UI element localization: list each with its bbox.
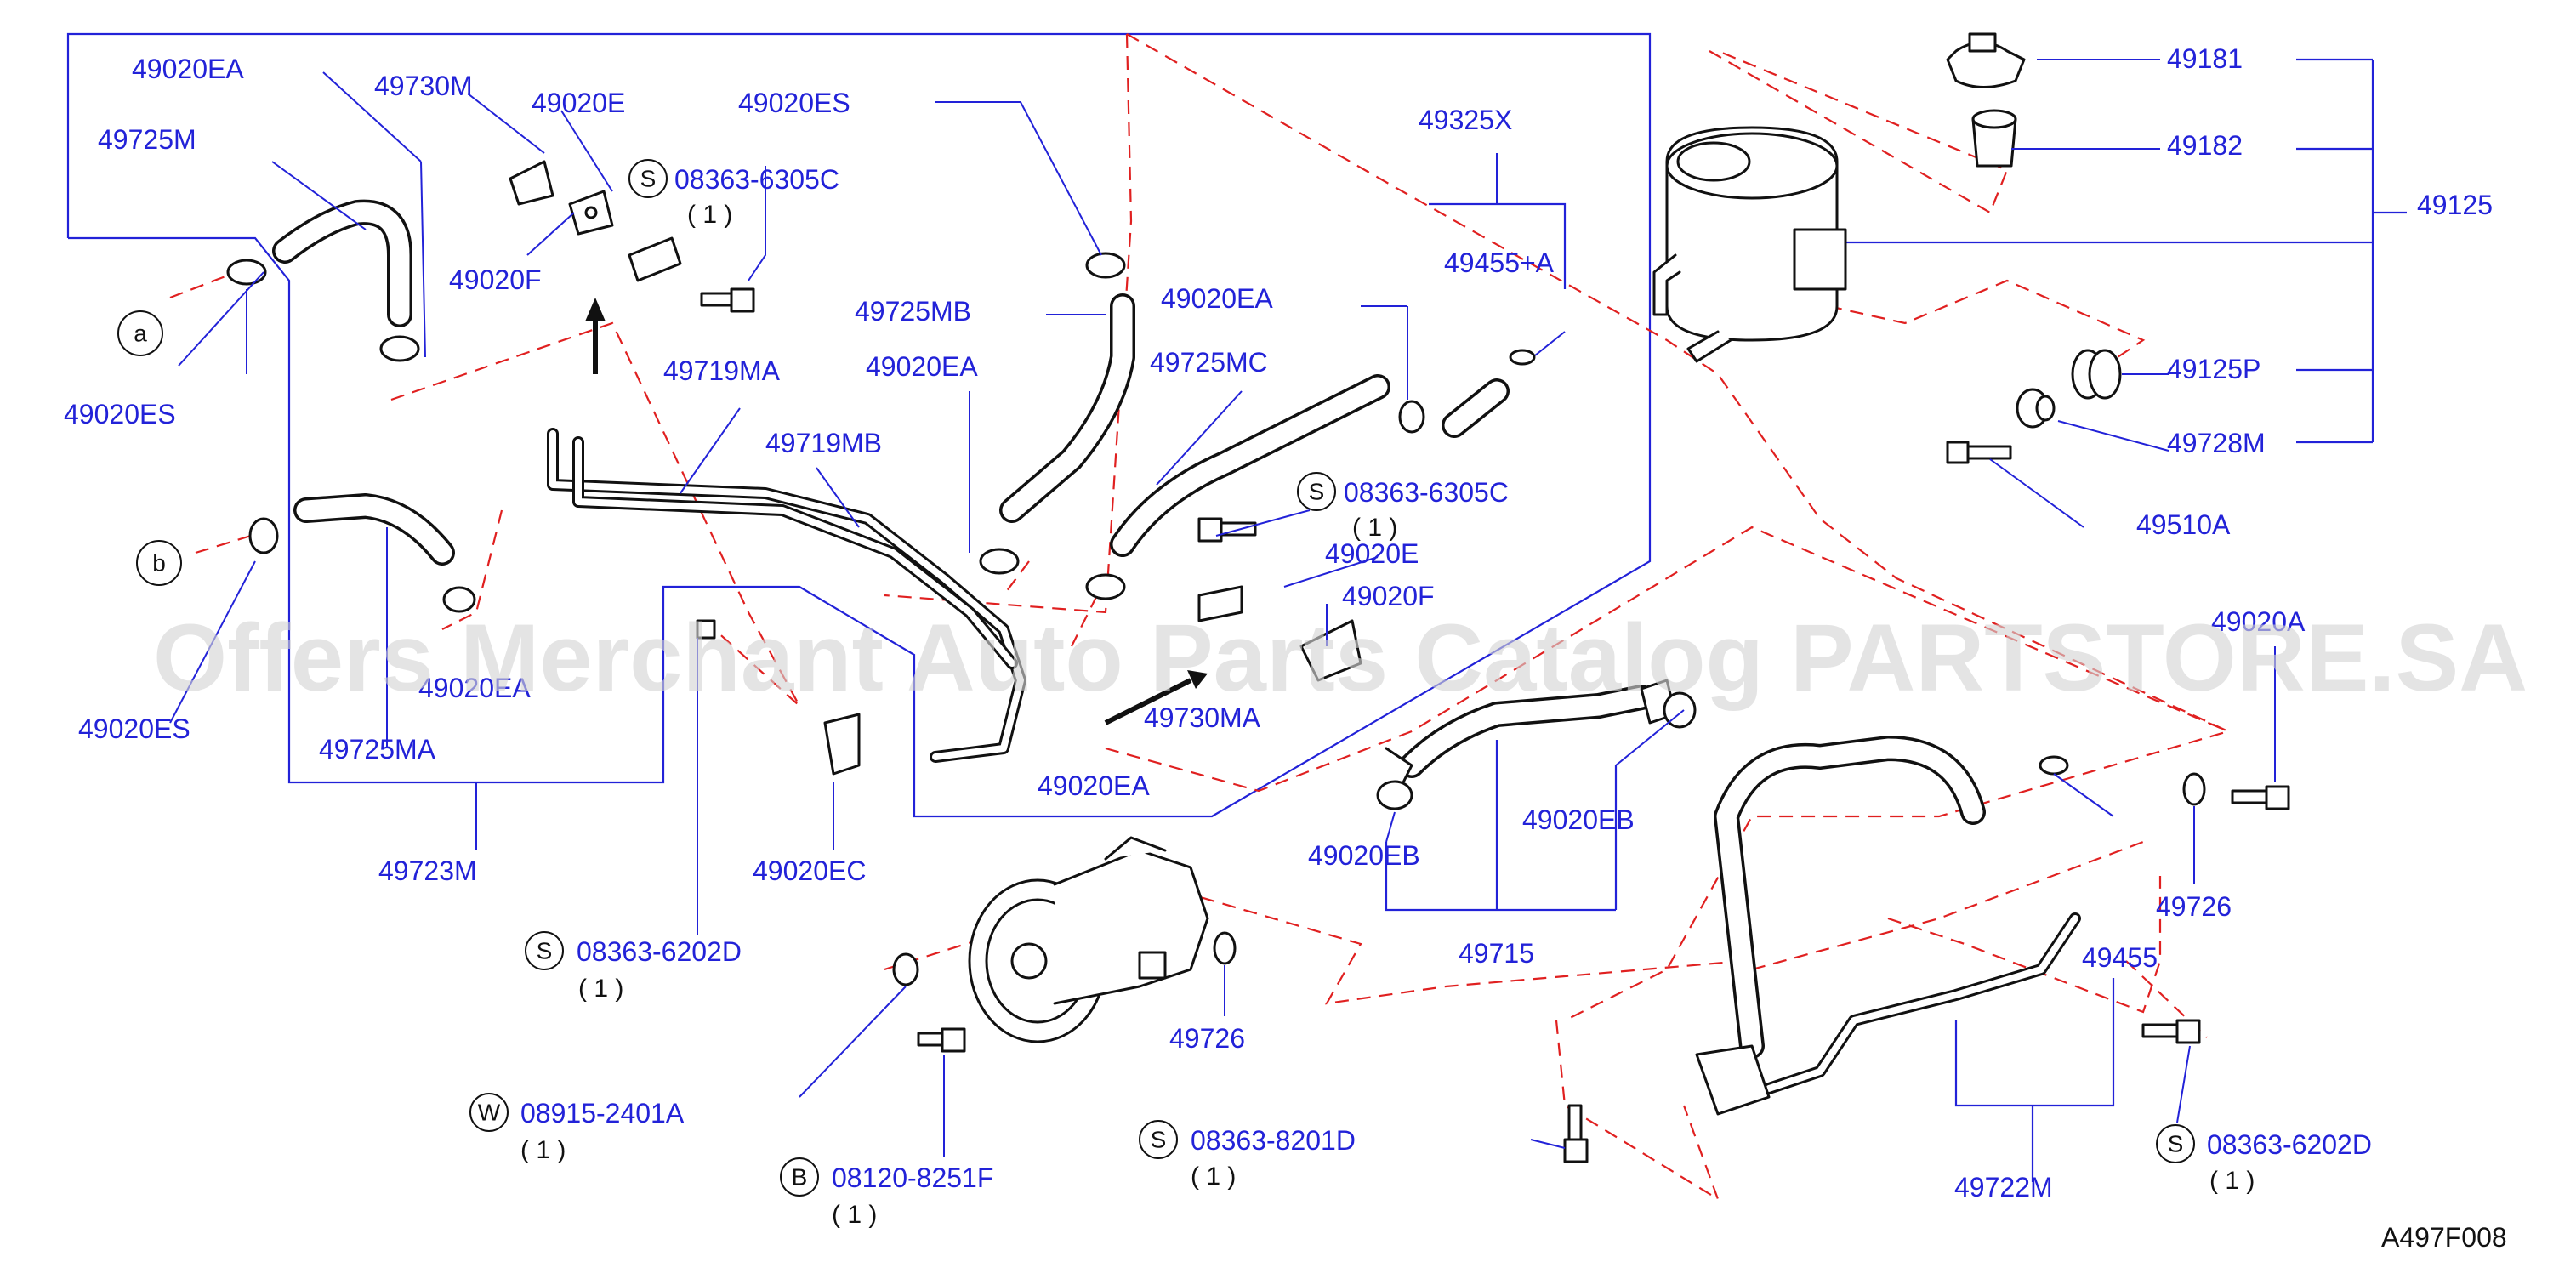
hose-clips xyxy=(226,252,2069,810)
fastener-08120-8251F: B 08120-8251F ( 1 ) xyxy=(780,1157,993,1229)
label-49182: 49182 xyxy=(2167,130,2243,161)
label-49020EB: 49020EB xyxy=(1522,804,1635,835)
svg-text:( 1 ): ( 1 ) xyxy=(520,1136,566,1164)
label-49020EB: 49020EB xyxy=(1308,840,1420,871)
label-49455-A: 49455+A xyxy=(1444,247,1555,278)
label-49725MA: 49725MA xyxy=(319,734,436,765)
svg-text:08915-2401A: 08915-2401A xyxy=(520,1098,685,1128)
svg-text:S: S xyxy=(1309,479,1325,505)
reservoir-tank xyxy=(1652,126,1847,363)
label-49020ES: 49020ES xyxy=(64,399,176,429)
label-49020A: 49020A xyxy=(2211,606,2306,637)
brackets-and-clamps xyxy=(509,160,1771,1116)
fastener-08363-6305C-mid: S 08363-6305C ( 1 ) xyxy=(1297,472,1509,542)
label-49020E: 49020E xyxy=(532,88,625,118)
phantom-lines xyxy=(169,33,2232,1202)
label-49020F: 49020F xyxy=(449,264,542,295)
callout-a: a xyxy=(117,310,163,356)
figure-code: A497F008 xyxy=(2381,1222,2507,1253)
label-49125P: 49125P xyxy=(2167,354,2260,384)
label-49020EA: 49020EA xyxy=(132,54,244,84)
label-49020EC: 49020EC xyxy=(753,856,866,886)
label-49020E: 49020E xyxy=(1325,538,1419,569)
label-49725MB: 49725MB xyxy=(855,296,971,327)
label-49728M: 49728M xyxy=(2167,428,2266,458)
label-49722M: 49722M xyxy=(1954,1172,2053,1202)
svg-text:08363-8201D: 08363-8201D xyxy=(1191,1125,1356,1156)
watermark-text: Offers Merchant Auto Parts Catalog PARTS… xyxy=(153,605,2528,711)
fastener-08363-8201D: S 08363-8201D ( 1 ) xyxy=(1139,1120,1356,1191)
svg-text:( 1 ): ( 1 ) xyxy=(1191,1163,1236,1191)
bolt-49510A xyxy=(1946,441,2012,464)
fastener-08363-6202D-left: S 08363-6202D ( 1 ) xyxy=(525,931,742,1003)
callout-b: b xyxy=(136,540,182,586)
label-49715: 49715 xyxy=(1459,938,1534,969)
group-outlines xyxy=(66,32,2407,1182)
label-49730MA: 49730MA xyxy=(1144,702,1261,733)
label-49719MA: 49719MA xyxy=(663,355,781,386)
collar-49728M xyxy=(2016,388,2056,429)
bolts xyxy=(696,287,2290,1163)
label-49020EA: 49020EA xyxy=(418,673,531,703)
svg-text:( 1 ): ( 1 ) xyxy=(2209,1167,2255,1195)
label-49020ES: 49020ES xyxy=(78,713,190,744)
label-49020EA: 49020EA xyxy=(1038,770,1150,801)
label-49725MC: 49725MC xyxy=(1150,347,1268,378)
leader-lines xyxy=(169,59,2276,1157)
svg-text:b: b xyxy=(152,550,166,577)
direction-arrows xyxy=(585,298,1208,725)
svg-text:W: W xyxy=(478,1100,501,1126)
label-49020F: 49020F xyxy=(1342,581,1435,611)
fastener-08915-2401A: W 08915-2401A ( 1 ) xyxy=(469,1093,685,1164)
svg-text:( 1 ): ( 1 ) xyxy=(832,1201,877,1229)
grommet-49125P xyxy=(2071,349,2122,400)
svg-text:( 1 ): ( 1 ) xyxy=(687,201,732,229)
reservoir-filter xyxy=(1971,109,2017,168)
svg-text:S: S xyxy=(1151,1127,1167,1153)
power-steering-pump xyxy=(968,836,1209,1043)
label-49020EA: 49020EA xyxy=(866,351,978,382)
svg-text:08363-6305C: 08363-6305C xyxy=(674,164,839,195)
label-49730M: 49730M xyxy=(374,71,473,101)
svg-text:a: a xyxy=(134,321,147,347)
svg-text:08120-8251F: 08120-8251F xyxy=(832,1163,993,1193)
svg-text:08363-6202D: 08363-6202D xyxy=(2207,1129,2372,1160)
label-49725M: 49725M xyxy=(98,124,196,155)
reservoir-cap xyxy=(1946,32,2026,88)
fastener-08363-6202D-right: S 08363-6202D ( 1 ) xyxy=(2156,1124,2372,1195)
label-49726: 49726 xyxy=(1169,1023,1245,1054)
svg-text:( 1 ): ( 1 ) xyxy=(578,975,623,1003)
label-49325X: 49325X xyxy=(1419,105,1512,135)
label-49125: 49125 xyxy=(2417,190,2493,220)
svg-text:S: S xyxy=(640,166,657,192)
label-49020ES: 49020ES xyxy=(738,88,850,118)
label-49020EA: 49020EA xyxy=(1161,283,1273,314)
washers xyxy=(892,772,2206,986)
svg-text:B: B xyxy=(792,1164,808,1191)
label-49455: 49455 xyxy=(2082,942,2158,973)
pipes xyxy=(547,428,2081,1094)
label-49723M: 49723M xyxy=(378,856,477,886)
label-49510A: 49510A xyxy=(2136,509,2231,540)
label-49181: 49181 xyxy=(2167,43,2243,74)
hoses xyxy=(272,199,1986,1059)
svg-text:S: S xyxy=(2168,1131,2184,1157)
label-49726: 49726 xyxy=(2156,891,2232,922)
svg-text:S: S xyxy=(537,938,553,964)
svg-text:08363-6305C: 08363-6305C xyxy=(1344,477,1509,508)
part-labels: 49020EA 49730M 49020E 49020ES 49725M 490… xyxy=(64,43,2493,1202)
svg-text:08363-6202D: 08363-6202D xyxy=(577,936,742,967)
label-49719MB: 49719MB xyxy=(765,428,882,458)
fastener-08363-6305C-top: S 08363-6305C ( 1 ) xyxy=(628,159,839,229)
svg-text:( 1 ): ( 1 ) xyxy=(1352,514,1397,542)
